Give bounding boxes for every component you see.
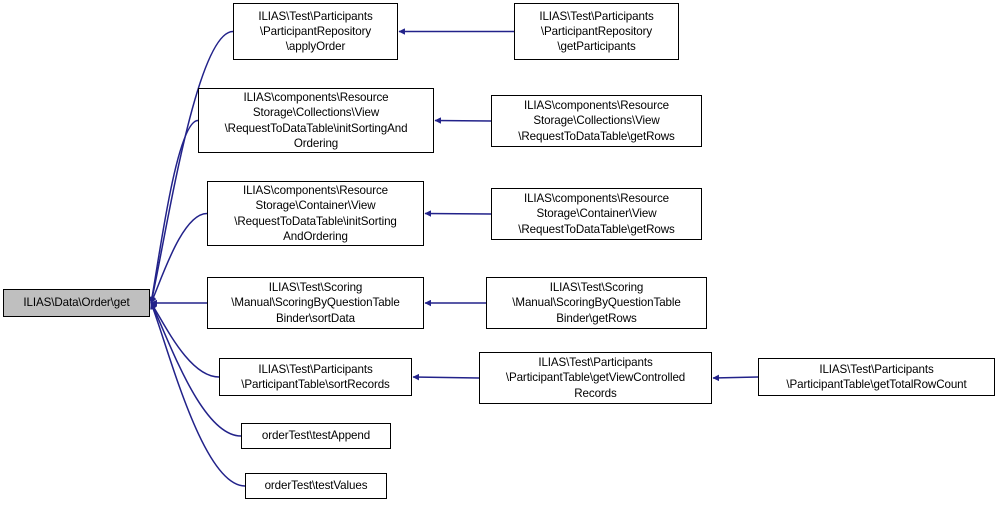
graph-node-scoringGetRows[interactable]: ILIAS\Test\Scoring \Manual\ScoringByQues… <box>486 277 707 329</box>
graph-node-containerGetRows[interactable]: ILIAS\components\Resource Storage\Contai… <box>491 188 702 240</box>
graph-node-label: ILIAS\Test\Participants \ParticipantRepo… <box>539 9 654 54</box>
graph-node-label: ILIAS\Test\Participants \ParticipantTabl… <box>786 362 967 391</box>
graph-node-root[interactable]: ILIAS\Data\Order\get <box>3 289 150 317</box>
graph-edge-collectionsGetRows-to-collectionsInitSorting <box>434 117 492 124</box>
graph-node-label: ILIAS\Test\Scoring \Manual\ScoringByQues… <box>231 281 400 325</box>
graph-node-label: orderTest\testValues <box>264 479 368 493</box>
graph-node-label: orderTest\testAppend <box>261 429 371 443</box>
graph-edge-applyOrder-to-root <box>149 30 234 304</box>
graph-node-label: ILIAS\components\Resource Storage\Contai… <box>518 192 675 236</box>
graph-node-testAppend[interactable]: orderTest\testAppend <box>241 423 391 449</box>
graph-node-containerInitSorting[interactable]: ILIAS\components\Resource Storage\Contai… <box>207 181 424 246</box>
graph-node-getTotalRowCount[interactable]: ILIAS\Test\Participants \ParticipantTabl… <box>758 358 995 396</box>
graph-node-label: ILIAS\Data\Order\get <box>23 296 130 310</box>
graph-node-collectionsInitSorting[interactable]: ILIAS\components\Resource Storage\Collec… <box>198 88 434 153</box>
graph-node-label: ILIAS\Test\Participants \ParticipantTabl… <box>241 362 390 391</box>
graph-node-label: ILIAS\Test\Scoring \Manual\ScoringByQues… <box>512 281 681 325</box>
graph-edge-containerInitSorting-to-root <box>150 212 208 304</box>
graph-edge-containerGetRows-to-containerInitSorting <box>424 210 492 217</box>
graph-node-label: ILIAS\Test\Participants \ParticipantRepo… <box>258 9 373 54</box>
graph-node-label: ILIAS\components\Resource Storage\Contai… <box>234 184 397 243</box>
graph-edge-getViewControlledRecords-to-sortRecords <box>412 373 480 381</box>
graph-node-applyOrder[interactable]: ILIAS\Test\Participants \ParticipantRepo… <box>233 3 398 60</box>
graph-node-label: ILIAS\components\Resource Storage\Collec… <box>224 91 408 150</box>
graph-node-scoringSortData[interactable]: ILIAS\Test\Scoring \Manual\ScoringByQues… <box>207 277 424 329</box>
graph-node-sortRecords[interactable]: ILIAS\Test\Participants \ParticipantTabl… <box>219 358 412 396</box>
graph-edge-getTotalRowCount-to-getViewControlledRecords <box>712 374 759 382</box>
graph-node-label: ILIAS\Test\Participants \ParticipantTabl… <box>505 356 686 400</box>
graph-node-getParticipants[interactable]: ILIAS\Test\Participants \ParticipantRepo… <box>514 3 679 60</box>
graph-edge-collectionsInitSorting-to-root <box>148 119 199 304</box>
graph-node-getViewControlledRecords[interactable]: ILIAS\Test\Participants \ParticipantTabl… <box>479 352 712 404</box>
graph-node-label: ILIAS\components\Resource Storage\Collec… <box>518 99 675 143</box>
graph-node-testValues[interactable]: orderTest\testValues <box>245 473 387 499</box>
graph-node-collectionsGetRows[interactable]: ILIAS\components\Resource Storage\Collec… <box>491 95 702 147</box>
